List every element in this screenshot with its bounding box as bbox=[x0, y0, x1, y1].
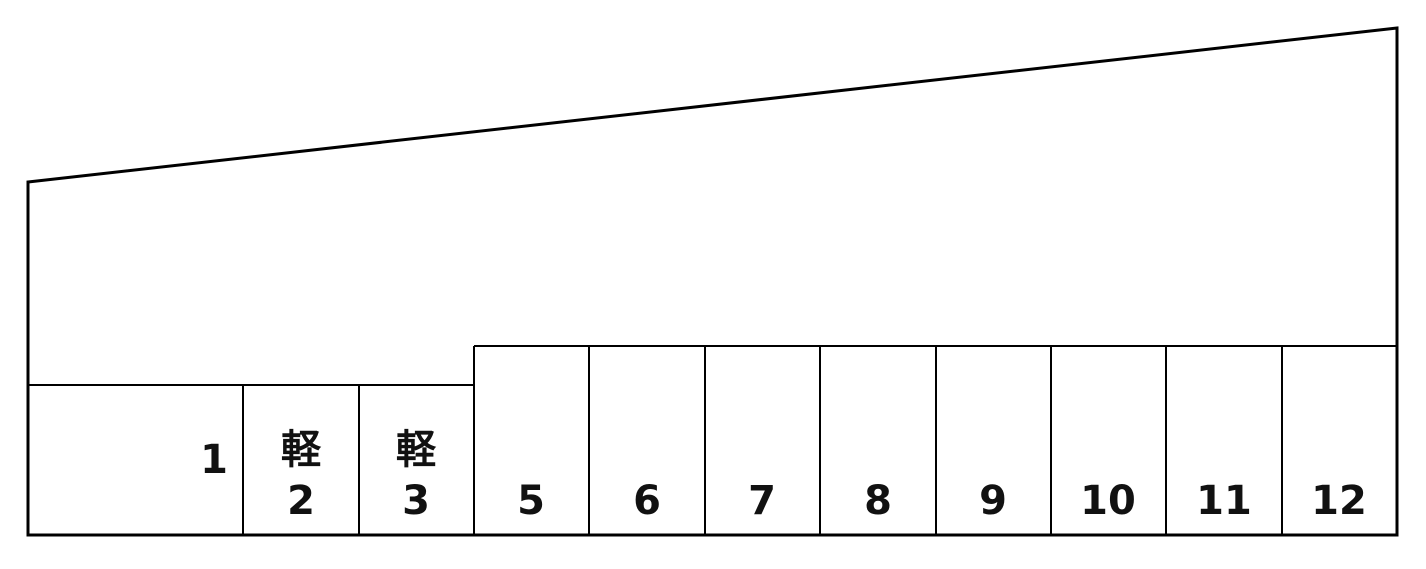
space-number: 11 bbox=[1196, 478, 1252, 524]
space-number: 10 bbox=[1080, 478, 1136, 524]
space-number: 7 bbox=[748, 478, 776, 524]
space-number: 12 bbox=[1311, 478, 1367, 524]
space-number: 6 bbox=[633, 478, 661, 524]
space-number: 2 bbox=[287, 478, 315, 524]
space-number: 5 bbox=[517, 478, 545, 524]
space-type-label: 軽 bbox=[396, 427, 437, 473]
space-number: 3 bbox=[402, 478, 430, 524]
space-number: 1 bbox=[200, 437, 228, 483]
space-number: 9 bbox=[979, 478, 1007, 524]
lot-outline bbox=[26, 26, 1399, 537]
space-number: 8 bbox=[864, 478, 892, 524]
space-type-label: 軽 bbox=[281, 427, 322, 473]
